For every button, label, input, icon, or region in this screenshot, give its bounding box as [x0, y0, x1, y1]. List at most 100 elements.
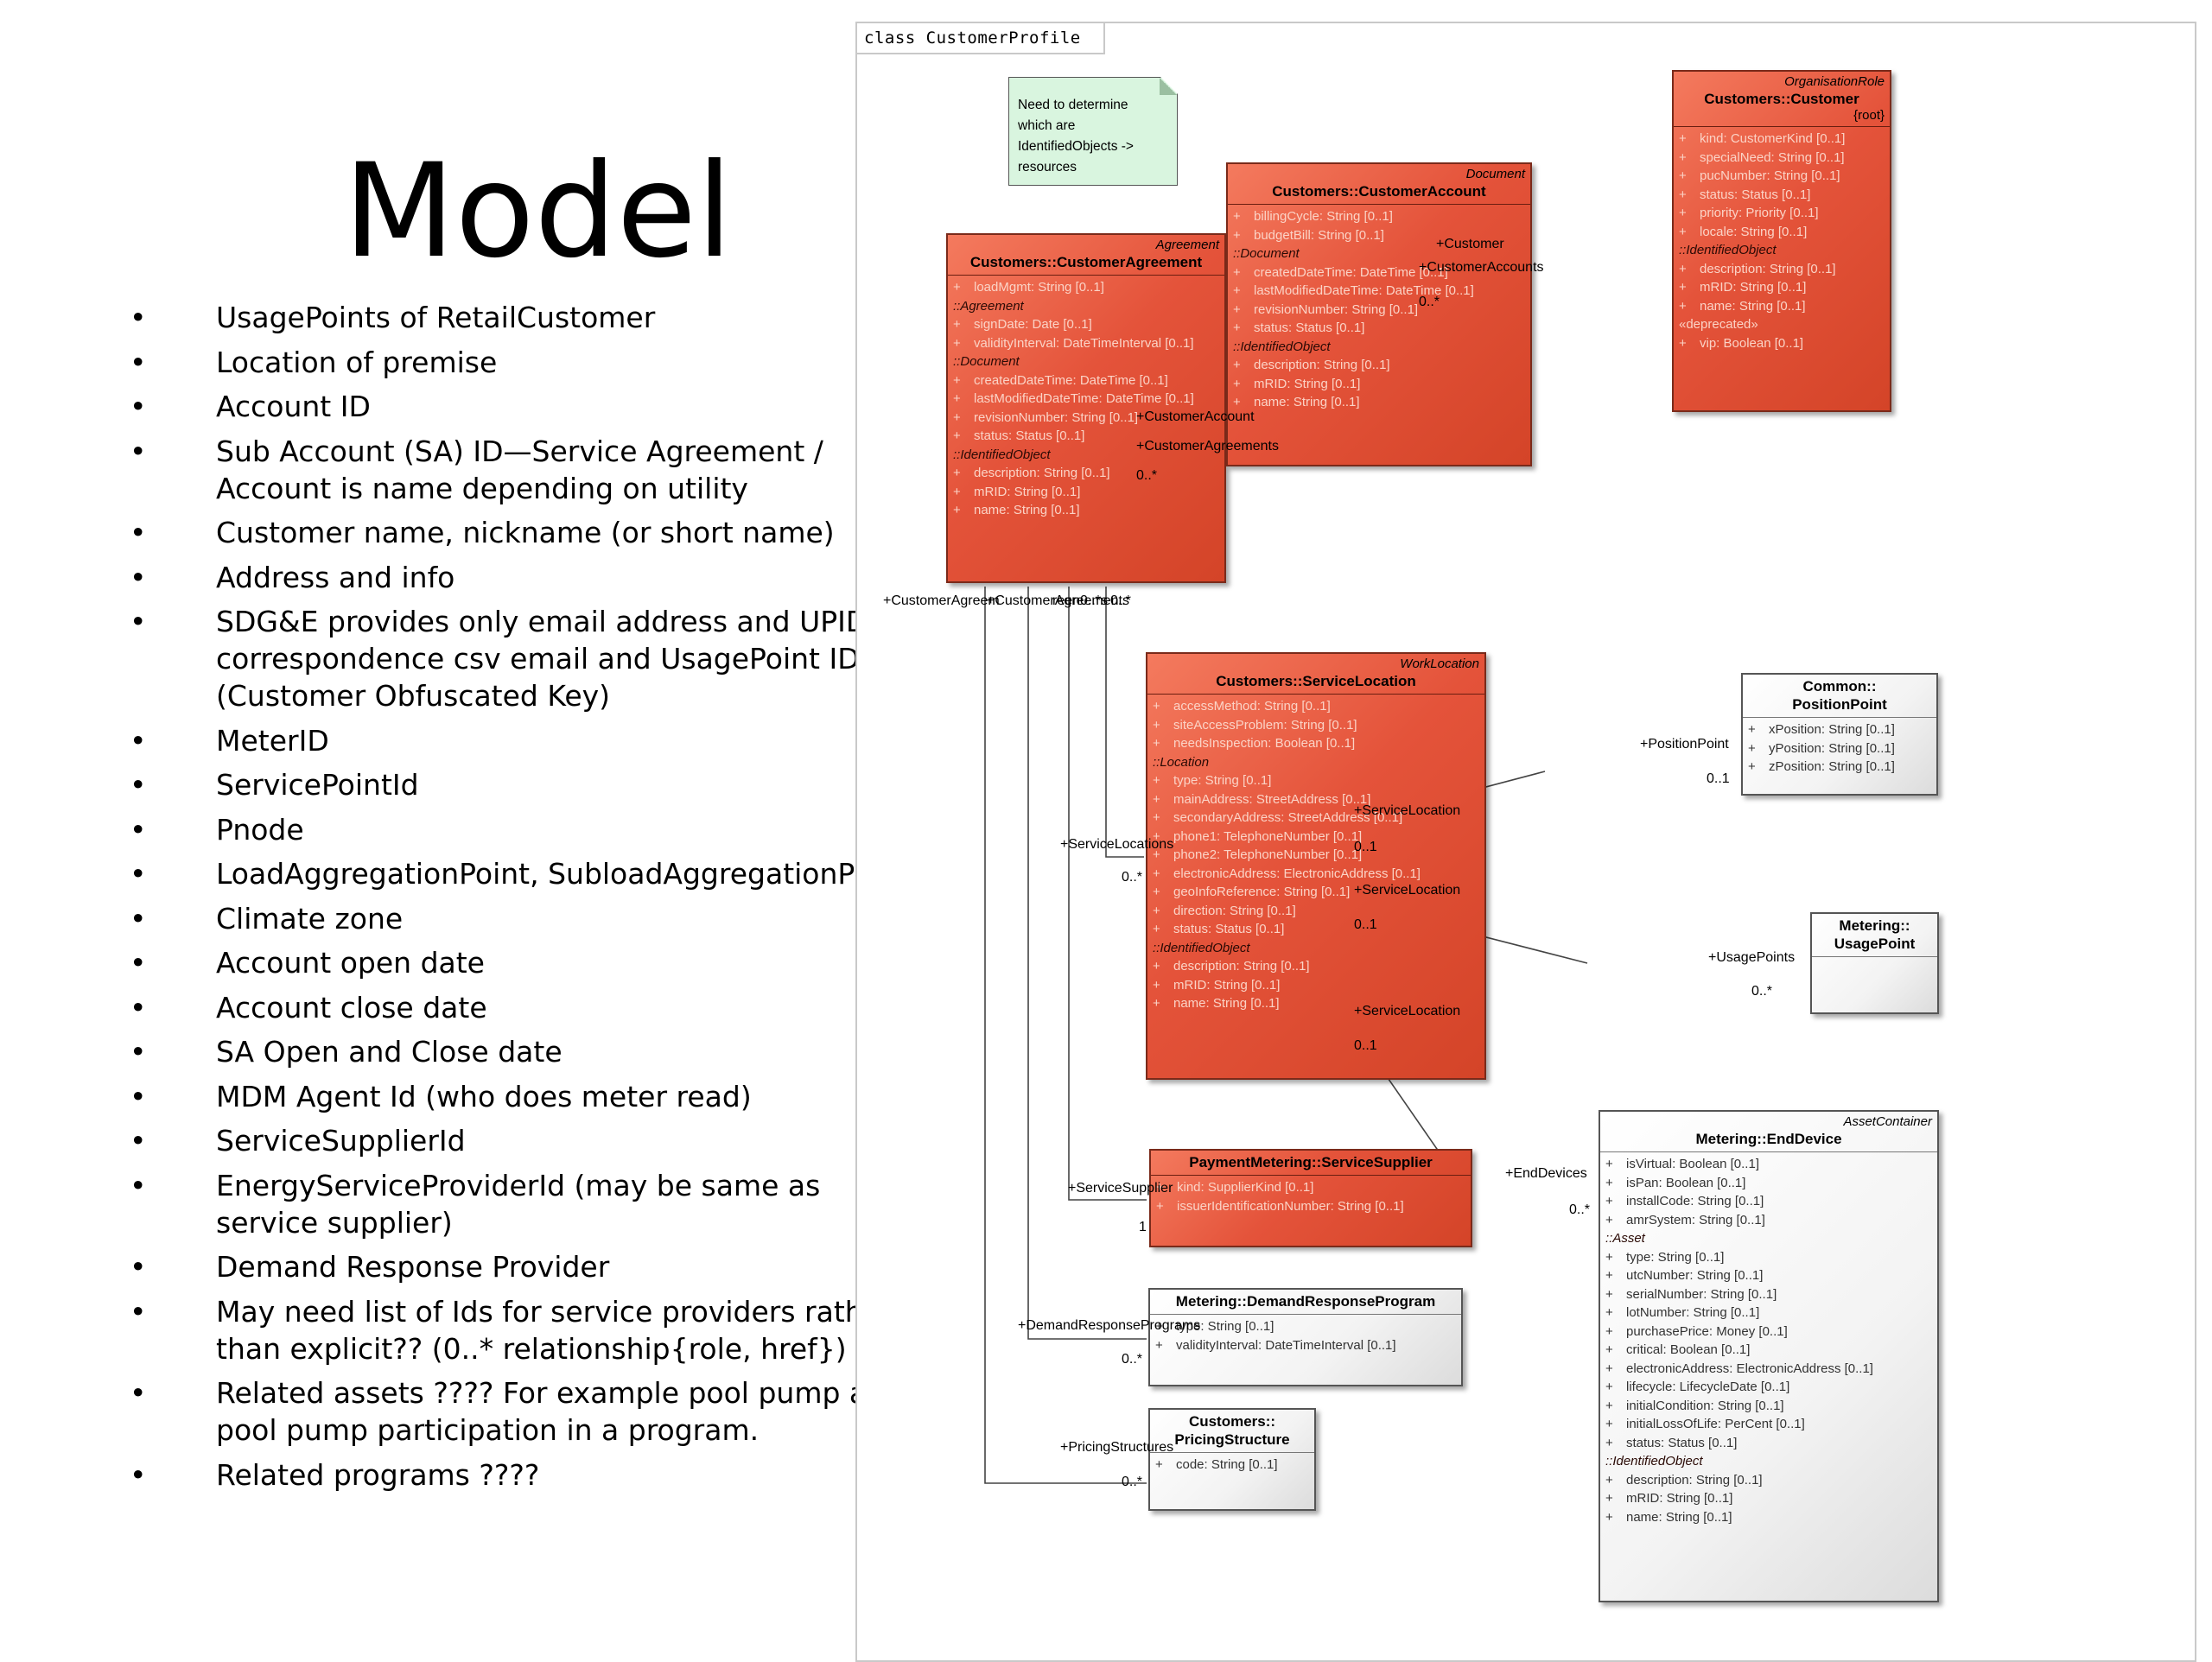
attribute: kind: CustomerKind [0..1] [1679, 130, 1885, 149]
note-text: Need to determine which are IdentifiedOb… [1018, 98, 1134, 174]
class-stereotype: Document [1465, 167, 1525, 181]
class-demand-response-program[interactable]: Metering::DemandResponseProgramtype: Str… [1148, 1288, 1463, 1386]
class-service-location[interactable]: WorkLocationCustomers::ServiceLocationac… [1146, 652, 1486, 1080]
bullet-item: ServiceSupplierId [130, 1122, 925, 1159]
class-attributes: kind: SupplierKind [0..1]issuerIdentific… [1151, 1176, 1471, 1218]
label-pricing-structures: +PricingStructures [1060, 1440, 1174, 1455]
attribute: phone2: TelephoneNumber [0..1] [1153, 846, 1479, 865]
class-end-device[interactable]: AssetContainerMetering::EndDeviceisVirtu… [1599, 1110, 1939, 1602]
attribute: isPan: Boolean [0..1] [1605, 1174, 1932, 1193]
class-attributes [1812, 957, 1937, 962]
attribute: needsInspection: Boolean [0..1] [1153, 734, 1479, 753]
label-customer-account: +CustomerAccount [1136, 409, 1255, 424]
attribute: code: String [0..1] [1155, 1456, 1309, 1475]
bullet-item: Related assets ???? For example pool pum… [130, 1374, 925, 1449]
attribute: description: String [0..1] [1153, 957, 1479, 976]
attribute: description: String [0..1] [1233, 356, 1525, 375]
class-stereotype: WorkLocation [1400, 657, 1479, 671]
bullet-item: Pnode [130, 811, 925, 848]
attribute: name: String [0..1] [1153, 994, 1479, 1013]
attribute: isVirtual: Boolean [0..1] [1605, 1155, 1932, 1174]
attribute: secondaryAddress: StreetAddress [0..1] [1153, 809, 1479, 828]
attribute: amrSystem: String [0..1] [1605, 1211, 1932, 1230]
attribute: issuerIdentificationNumber: String [0..1… [1156, 1197, 1465, 1216]
attribute: electronicAddress: ElectronicAddress [0.… [1605, 1360, 1932, 1379]
class-constraint: {root} [1853, 108, 1885, 123]
attribute: description: String [0..1] [1605, 1471, 1932, 1490]
bullet-item: May need list of Ids for service provide… [130, 1293, 925, 1367]
attribute: xPosition: String [0..1] [1748, 720, 1931, 739]
attribute-section: ::Asset [1605, 1231, 1645, 1246]
bullet-item: Account open date [130, 944, 925, 981]
bullet-item: Climate zone [130, 900, 925, 937]
attribute: «deprecated» [1679, 317, 1758, 332]
class-header: Metering::DemandResponseProgram [1150, 1290, 1461, 1315]
attribute: utcNumber: String [0..1] [1605, 1266, 1932, 1285]
attribute: installCode: String [0..1] [1605, 1192, 1932, 1211]
bullet-item: EnergyServiceProviderId (may be same as … [130, 1167, 925, 1241]
class-customer-agreement[interactable]: AgreementCustomers::CustomerAgreementloa… [946, 233, 1226, 583]
label-end-devices: +EndDevices [1505, 1166, 1587, 1181]
label-service-supplier: +ServiceSupplier [1068, 1181, 1173, 1196]
class-position-point[interactable]: Common:: PositionPointxPosition: String … [1741, 673, 1938, 796]
class-service-supplier[interactable]: PaymentMetering::ServiceSupplierkind: Su… [1149, 1149, 1472, 1247]
attribute: electronicAddress: ElectronicAddress [0.… [1153, 865, 1479, 884]
label-service-location-1: +ServiceLocation [1354, 803, 1461, 818]
attribute: siteAccessProblem: String [0..1] [1153, 716, 1479, 735]
attribute: phone1: TelephoneNumber [0..1] [1153, 828, 1479, 847]
attribute: priority: Priority [0..1] [1679, 204, 1885, 223]
class-stereotype: OrganisationRole [1784, 74, 1885, 89]
attribute: lifecycle: LifecycleDate [0..1] [1605, 1378, 1932, 1397]
attribute: description: String [0..1] [953, 464, 1219, 483]
class-attributes: xPosition: String [0..1]yPosition: Strin… [1743, 718, 1936, 779]
class-name: Customers::CustomerAccount [1272, 183, 1486, 200]
class-pricing-structure[interactable]: Customers:: PricingStructurecode: String… [1148, 1408, 1316, 1511]
attribute: mRID: String [0..1] [1679, 278, 1885, 297]
class-attributes: kind: CustomerKind [0..1]specialNeed: St… [1674, 127, 1890, 355]
attribute: initialCondition: String [0..1] [1605, 1397, 1932, 1416]
attribute-section: ::IdentifiedObject [1233, 339, 1331, 354]
attribute: type: String [0..1] [1155, 1317, 1456, 1336]
attribute: specialNeed: String [0..1] [1679, 149, 1885, 168]
link-agreement-location [1105, 587, 1144, 858]
attribute: yPosition: String [0..1] [1748, 739, 1931, 758]
class-attributes: loadMgmt: String [0..1]::AgreementsignDa… [948, 276, 1224, 523]
attribute: status: Status [0..1] [1153, 920, 1479, 939]
class-attributes: code: String [0..1] [1150, 1453, 1314, 1477]
label-customer-agreem: +CustomerAgreem [883, 593, 1000, 608]
attribute: purchasePrice: Money [0..1] [1605, 1323, 1932, 1342]
label-service-location-1-mult: 0..1 [1354, 840, 1377, 854]
label-customer: +Customer [1436, 237, 1504, 251]
label-service-location-3: +ServiceLocation [1354, 1004, 1461, 1018]
attribute: description: String [0..1] [1679, 260, 1885, 279]
attribute: name: String [0..1] [1605, 1508, 1932, 1527]
attribute: mRID: String [0..1] [1605, 1489, 1932, 1508]
bullet-item: MDM Agent Id (who does meter read) [130, 1078, 925, 1115]
slide-title: Model [343, 136, 733, 287]
attribute: serialNumber: String [0..1] [1605, 1285, 1932, 1304]
class-customer-account[interactable]: DocumentCustomers::CustomerAccountbillin… [1226, 162, 1532, 466]
label-customer-accounts: +CustomerAccounts [1419, 260, 1544, 275]
attribute: status: Status [0..1] [1605, 1434, 1932, 1453]
attribute: createdDateTime: DateTime [0..1] [953, 371, 1219, 390]
attribute: vip: Boolean [0..1] [1679, 334, 1885, 353]
attribute-section: ::IdentifiedObject [1153, 940, 1250, 955]
label-usage-points-mult: 0..* [1751, 984, 1773, 999]
attribute: lotNumber: String [0..1] [1605, 1304, 1932, 1323]
attribute: zPosition: String [0..1] [1748, 758, 1931, 777]
link-agreement-supplier [1068, 587, 1147, 1201]
attribute-section: ::Agreement [953, 298, 1024, 314]
attribute: locale: String [0..1] [1679, 223, 1885, 242]
bullet-item: LoadAggregationPoint, SubloadAggregation… [130, 855, 925, 892]
label-reen-mult: reen0..*s [1052, 593, 1109, 608]
bullet-item: Address and info [130, 559, 925, 596]
attribute-section: ::IdentifiedObject [953, 447, 1051, 462]
attribute: accessMethod: String [0..1] [1153, 697, 1479, 716]
class-header: Metering:: UsagePoint [1812, 914, 1937, 957]
class-usage-point[interactable]: Metering:: UsagePoint [1810, 912, 1939, 1014]
attribute: kind: SupplierKind [0..1] [1156, 1178, 1465, 1197]
